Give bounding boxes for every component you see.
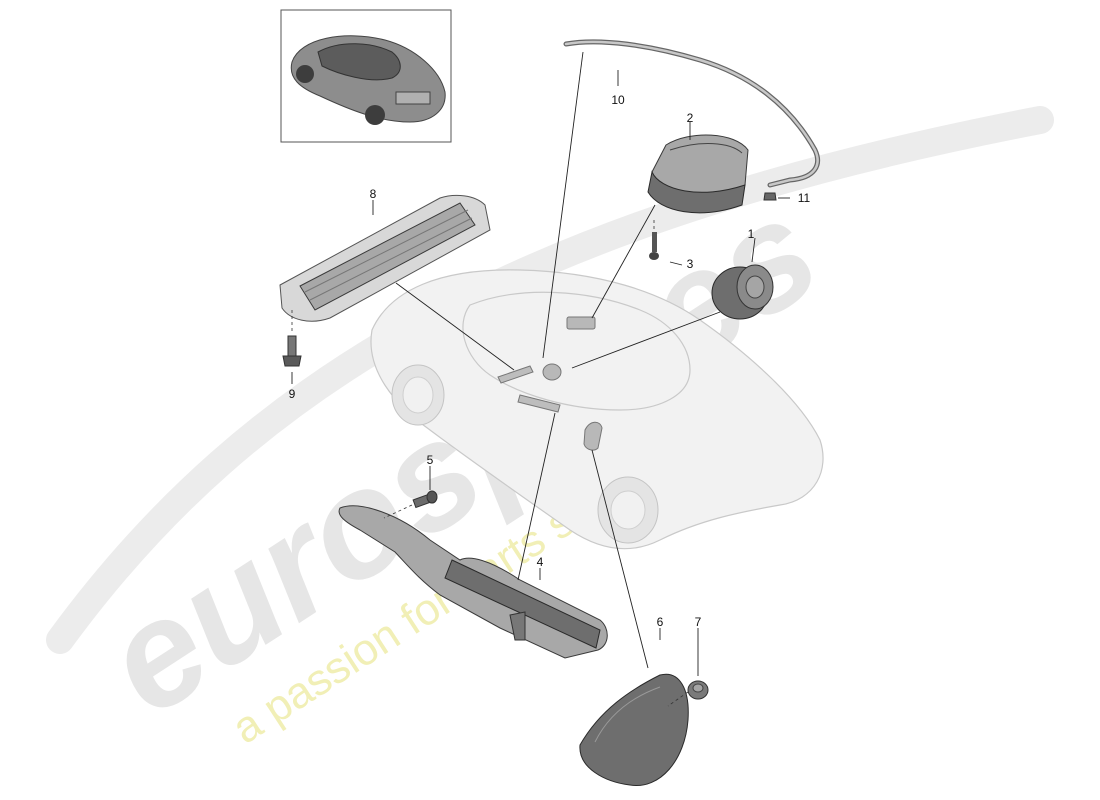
callout-labels: 1 2 3 4 5 6 7 8 9 10 11 bbox=[289, 93, 811, 629]
callout-1: 1 bbox=[748, 227, 755, 241]
callout-2: 2 bbox=[687, 111, 694, 125]
part-11-clip bbox=[763, 192, 777, 201]
vehicle-body-outline bbox=[370, 269, 824, 550]
callout-11: 11 bbox=[798, 191, 811, 205]
callout-3: 3 bbox=[687, 257, 694, 271]
part-7-clip bbox=[687, 680, 709, 700]
part-2-passenger-airbag bbox=[647, 134, 749, 214]
part-8-knee-airbag bbox=[279, 194, 491, 322]
part-10-curtain-airbag bbox=[563, 39, 821, 188]
leader-lines bbox=[291, 51, 790, 707]
part-5-bolt bbox=[412, 490, 438, 509]
callout-9: 9 bbox=[289, 387, 296, 401]
callout-7: 7 bbox=[695, 615, 702, 629]
callout-8: 8 bbox=[370, 187, 377, 201]
callout-4: 4 bbox=[537, 555, 544, 569]
callout-10: 10 bbox=[611, 93, 625, 107]
callout-5: 5 bbox=[427, 453, 434, 467]
part-6-seat-airbag bbox=[579, 673, 689, 787]
part-3-screw bbox=[649, 232, 659, 260]
part-9-bolt bbox=[282, 335, 302, 367]
callout-6: 6 bbox=[657, 615, 664, 629]
part-4-side-airbag bbox=[338, 505, 608, 659]
part-1-driver-airbag bbox=[711, 264, 774, 320]
vehicle-thumbnail bbox=[280, 9, 452, 143]
